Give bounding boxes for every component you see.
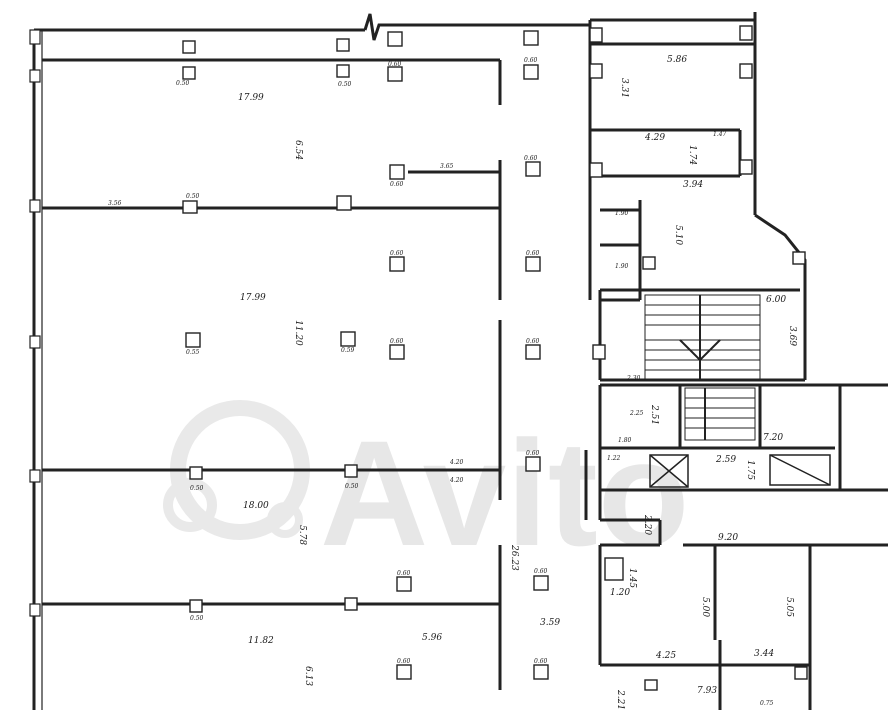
svg-text:0.60: 0.60 (526, 338, 540, 345)
svg-text:2.51: 2.51 (649, 404, 659, 425)
small-labels: 0.50 0.50 0.60 0.60 0.60 3.65 0.60 3.56 … (108, 57, 774, 707)
svg-text:2.59: 2.59 (715, 455, 736, 465)
corner-wall (754, 213, 807, 380)
watermark: Avito (163, 400, 689, 577)
staircase (644, 294, 761, 441)
lift-shafts (649, 454, 831, 488)
svg-text:0.50: 0.50 (338, 81, 352, 88)
svg-text:0.55: 0.55 (186, 349, 200, 356)
svg-text:2.20: 2.20 (642, 514, 652, 535)
room-labels: 17.99 6.54 17.99 11.20 18.00 5.78 11.82 … (238, 55, 797, 710)
svg-text:1.45: 1.45 (627, 568, 637, 588)
svg-text:0.60: 0.60 (524, 155, 538, 162)
svg-text:3.65: 3.65 (440, 163, 454, 170)
r2-length: 17.99 (240, 293, 266, 303)
r3-length: 18.00 (243, 501, 269, 511)
svg-text:2.30: 2.30 (626, 375, 641, 382)
svg-text:0.50: 0.50 (190, 615, 204, 622)
watermark-text: Avito (320, 409, 689, 577)
svg-text:0.50: 0.50 (176, 80, 190, 87)
svg-text:0.60: 0.60 (397, 570, 411, 577)
svg-text:0.60: 0.60 (534, 568, 548, 575)
corridor-length: 26.23 (509, 544, 519, 571)
svg-text:0.60: 0.60 (397, 658, 411, 665)
svg-text:0.60: 0.60 (534, 658, 548, 665)
svg-text:7.93: 7.93 (697, 686, 717, 696)
r4-length: 11.82 (248, 636, 274, 646)
svg-text:1.80: 1.80 (618, 437, 632, 444)
r1-width: 6.54 (293, 140, 303, 160)
svg-text:0.59: 0.59 (341, 347, 355, 354)
svg-text:0.60: 0.60 (390, 338, 404, 345)
svg-text:1.90: 1.90 (615, 263, 629, 270)
svg-text:0.60: 0.60 (526, 450, 540, 457)
svg-text:0.60: 0.60 (526, 250, 540, 257)
corridor-width: 3.59 (540, 618, 560, 628)
svg-text:4.20: 4.20 (449, 477, 464, 484)
r2-width: 11.20 (293, 320, 303, 346)
r3-width: 5.78 (297, 525, 307, 545)
window-markers (29, 29, 41, 617)
svg-text:3.56: 3.56 (108, 200, 122, 207)
svg-text:5.86: 5.86 (667, 55, 687, 65)
svg-text:6.00: 6.00 (766, 295, 786, 305)
svg-text:1.75: 1.75 (745, 460, 755, 480)
svg-text:3.69: 3.69 (787, 326, 797, 346)
svg-text:7.20: 7.20 (763, 433, 783, 443)
svg-text:3.31: 3.31 (619, 78, 629, 98)
r4-width: 6.13 (303, 666, 313, 686)
svg-text:4.29: 4.29 (644, 133, 665, 143)
svg-text:0.60: 0.60 (390, 250, 404, 257)
svg-text:0.60: 0.60 (524, 57, 538, 64)
svg-text:1.47: 1.47 (713, 131, 727, 138)
svg-text:3.94: 3.94 (683, 180, 703, 190)
svg-text:5.00: 5.00 (700, 597, 710, 617)
svg-text:2.21: 2.21 (615, 689, 625, 710)
svg-text:4.25: 4.25 (655, 651, 676, 661)
columns (182, 25, 808, 691)
svg-text:1.90: 1.90 (615, 210, 629, 217)
svg-text:5.10: 5.10 (673, 225, 683, 245)
svg-text:0.60: 0.60 (390, 181, 404, 188)
svg-text:4.20: 4.20 (449, 459, 464, 466)
svg-text:1.22: 1.22 (607, 455, 621, 462)
svg-text:5.05: 5.05 (784, 597, 794, 617)
svg-text:1.74: 1.74 (687, 145, 697, 165)
svg-text:0.50: 0.50 (345, 483, 359, 490)
r1-length: 17.99 (238, 93, 264, 103)
svg-text:9.20: 9.20 (718, 533, 738, 543)
svg-text:0.75: 0.75 (760, 700, 774, 707)
svg-text:3.44: 3.44 (754, 649, 774, 659)
svg-text:0.50: 0.50 (186, 193, 200, 200)
svg-text:0.60: 0.60 (388, 61, 402, 68)
break-mark (363, 13, 590, 41)
r4-length-2: 5.96 (422, 633, 442, 643)
svg-text:0.50: 0.50 (190, 485, 204, 492)
svg-text:1.20: 1.20 (610, 588, 630, 598)
svg-text:2.25: 2.25 (629, 410, 644, 417)
